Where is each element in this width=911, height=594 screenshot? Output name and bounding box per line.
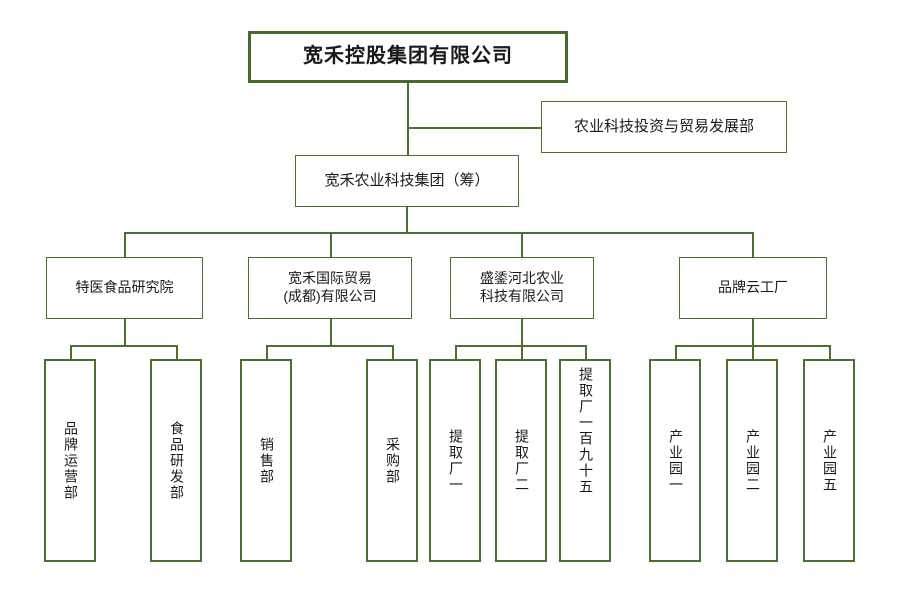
connector-stem-division-4 (752, 319, 754, 346)
connector-root-to-staff-dept (407, 127, 541, 129)
node-leaf-4c-label: 产业园五 (821, 428, 838, 493)
node-leaf-industrial-park-2[interactable]: 产业园二 (726, 359, 778, 562)
node-staff-department[interactable]: 农业科技投资与贸易发展部 (541, 101, 787, 153)
connector-stem-division-1 (124, 319, 126, 346)
connector-group-stem (406, 207, 408, 233)
connector-root-stem (407, 83, 409, 156)
node-leaf-1a-label: 品牌运营部 (62, 420, 79, 501)
node-leaf-food-rnd[interactable]: 食品研发部 (150, 359, 202, 562)
node-leaf-industrial-park-1[interactable]: 产业园一 (649, 359, 701, 562)
node-leaf-2b-label: 采购部 (384, 436, 401, 485)
node-leaf-3b-label: 提取厂二 (513, 428, 530, 493)
node-leaf-brand-operations[interactable]: 品牌运营部 (44, 359, 96, 562)
connector-bus-division-1 (70, 345, 178, 347)
node-leaf-industrial-park-5[interactable]: 产业园五 (803, 359, 855, 562)
connector-stem-division-2 (330, 319, 332, 346)
node-leaf-extraction-plant-195[interactable]: 提取厂一百九十五 (559, 359, 611, 562)
node-root[interactable]: 宽禾控股集团有限公司 (248, 31, 568, 83)
node-group[interactable]: 宽禾农业科技集团（筹） (295, 155, 519, 207)
node-leaf-extraction-plant-1[interactable]: 提取厂一 (429, 359, 481, 562)
connector-drop-leaf-4a (675, 345, 677, 360)
node-division-1-label: 特医食品研究院 (75, 279, 174, 296)
node-leaf-4b-label: 产业园二 (744, 428, 761, 493)
node-group-label: 宽禾农业科技集团（筹） (324, 172, 490, 190)
node-leaf-extraction-plant-2[interactable]: 提取厂二 (495, 359, 547, 562)
connector-drop-division-2 (330, 232, 332, 257)
node-leaf-sales[interactable]: 销售部 (240, 359, 292, 562)
node-leaf-1b-label: 食品研发部 (168, 420, 185, 501)
node-division-cloud-factory[interactable]: 品牌云工厂 (679, 257, 827, 319)
connector-drop-leaf-3c (585, 345, 587, 360)
node-division-hebei-agri[interactable]: 盛鋈河北农业 科技有限公司 (450, 257, 594, 319)
node-division-4-label: 品牌云工厂 (718, 279, 788, 296)
connector-drop-leaf-3b (521, 345, 523, 360)
connector-drop-division-1 (124, 232, 126, 257)
connector-drop-leaf-2b (392, 345, 394, 360)
connector-drop-leaf-3a (455, 345, 457, 360)
connector-division-bus (124, 232, 754, 234)
node-leaf-3a-label: 提取厂一 (447, 428, 464, 493)
node-leaf-4a-label: 产业园一 (667, 428, 684, 493)
node-leaf-2a-label: 销售部 (258, 436, 275, 485)
connector-drop-leaf-4b (752, 345, 754, 360)
node-root-label: 宽禾控股集团有限公司 (303, 45, 513, 68)
connector-drop-leaf-1a (70, 345, 72, 360)
node-leaf-3c-label: 提取厂一百九十五 (577, 367, 594, 495)
connector-drop-leaf-4c (829, 345, 831, 360)
connector-drop-division-3 (521, 232, 523, 257)
node-division-research-institute[interactable]: 特医食品研究院 (46, 257, 203, 319)
node-leaf-procurement[interactable]: 采购部 (366, 359, 418, 562)
node-division-3-label: 盛鋈河北农业 科技有限公司 (480, 270, 564, 304)
connector-stem-division-3 (521, 319, 523, 346)
connector-bus-division-2 (266, 345, 394, 347)
connector-drop-leaf-2a (266, 345, 268, 360)
node-staff-department-label: 农业科技投资与贸易发展部 (573, 118, 754, 136)
node-division-international-trade[interactable]: 宽禾国际贸易 (成都)有限公司 (248, 257, 412, 319)
connector-drop-division-4 (752, 232, 754, 257)
connector-drop-leaf-1b (176, 345, 178, 360)
node-division-2-label: 宽禾国际贸易 (成都)有限公司 (283, 270, 377, 304)
